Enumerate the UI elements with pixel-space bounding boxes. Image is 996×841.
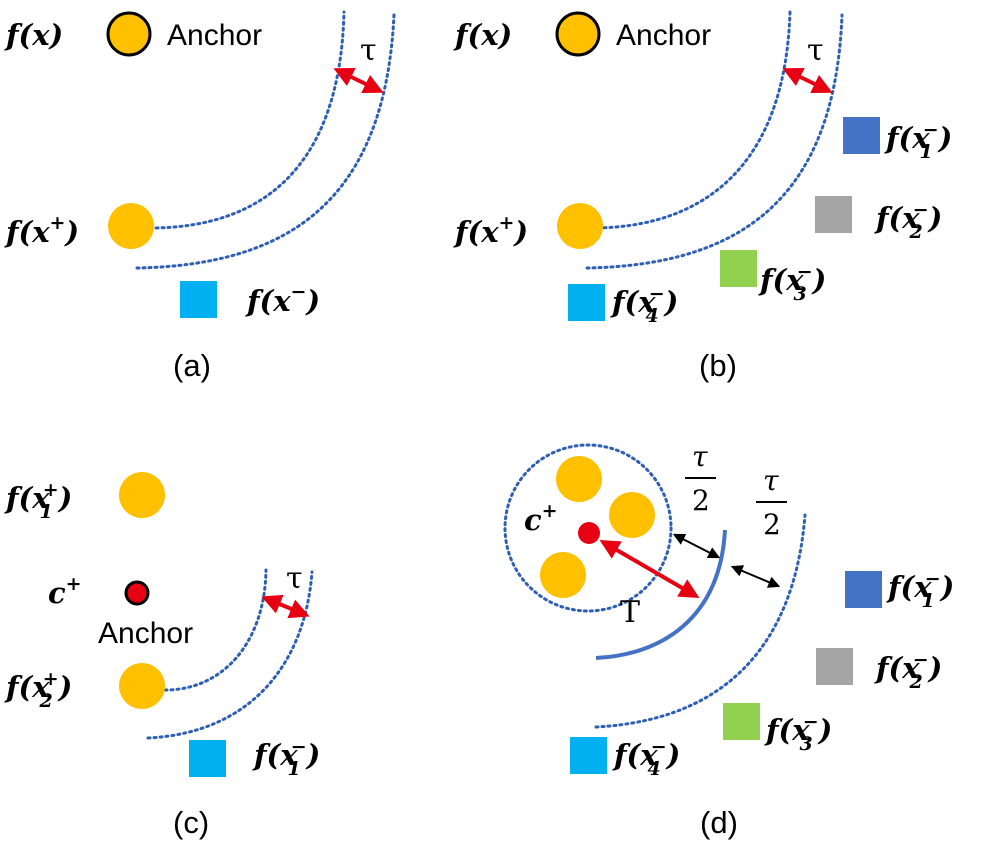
svg-text:2: 2 — [692, 484, 710, 517]
panel-b: f(x) Anchor τ f(x+) f(x1−) f(x2−) f(x3−)… — [453, 10, 952, 383]
anchor-label: f(x) — [453, 18, 512, 52]
positive-label-1: f(x1+) — [4, 479, 72, 523]
negative-label-1: f(x1−) — [886, 568, 954, 612]
margin-symbol: τ — [807, 33, 824, 68]
negative-label: f(x1−) — [252, 736, 320, 780]
anchor-word: Anchor — [167, 19, 262, 52]
radius-arrow — [599, 539, 700, 599]
inner-boundary — [590, 10, 792, 230]
radius-boundary — [595, 529, 727, 660]
outer-boundary — [135, 13, 396, 270]
negative-label-4: f(x4−) — [610, 283, 678, 327]
cluster-positive-1 — [556, 456, 602, 502]
half-margin-fraction-2: τ 2 — [756, 464, 787, 541]
negative-square-3 — [723, 703, 760, 740]
negative-square-4 — [568, 284, 605, 321]
margin-arrow — [261, 594, 310, 619]
negative-square-3 — [720, 250, 757, 287]
panel-c: f(x1+) c+ Anchor τ f(x2+) f(x1−) (c) — [4, 472, 320, 840]
half-margin-arrow-1 — [672, 533, 721, 559]
positive-label: f(x+) — [4, 212, 79, 249]
positive-circle — [108, 203, 154, 249]
anchor-circle — [555, 11, 601, 57]
negative-label-3: f(x3−) — [758, 261, 826, 305]
anchor-label: f(x) — [4, 18, 63, 52]
margin-symbol: τ — [360, 33, 377, 68]
negative-label: f(x−) — [245, 281, 320, 318]
negative-square — [180, 281, 217, 318]
caption-c: (c) — [173, 805, 209, 840]
negative-label-4: f(x4−) — [612, 736, 680, 780]
negative-label-3: f(x3−) — [764, 711, 832, 755]
half-margin-arrow-2 — [730, 565, 781, 588]
center-dot — [578, 522, 600, 544]
negative-label-2: f(x2−) — [874, 649, 942, 693]
center-label: c+ — [524, 500, 558, 537]
anchor-circle — [106, 11, 152, 57]
panel-a: f(x) Anchor τ f(x+) f(x−) (a) — [4, 10, 396, 383]
outer-boundary — [146, 570, 314, 740]
anchor-word: Anchor — [98, 617, 193, 650]
negative-label-2: f(x2−) — [874, 199, 942, 243]
positive-circle-1 — [119, 472, 165, 518]
margin-arrow — [782, 68, 833, 93]
negative-square-4 — [570, 737, 607, 774]
center-dot — [124, 580, 150, 606]
margin-arrow — [333, 68, 384, 93]
svg-text:τ: τ — [692, 440, 708, 473]
positive-circle-2 — [119, 663, 165, 709]
caption-a: (a) — [173, 348, 211, 383]
cluster-positive-2 — [609, 492, 655, 538]
anchor-word: Anchor — [616, 19, 711, 52]
caption-d: (d) — [700, 805, 738, 840]
positive-circle — [557, 203, 603, 249]
negative-square-1 — [845, 571, 882, 608]
radius-symbol: T — [620, 595, 640, 630]
negative-square-2 — [815, 196, 852, 233]
positive-label-2: f(x2+) — [4, 668, 72, 712]
cluster-positive-3 — [540, 552, 586, 598]
svg-text:τ: τ — [763, 464, 779, 497]
outer-boundary — [585, 13, 844, 270]
center-label: c+ — [48, 573, 82, 610]
inner-boundary — [163, 568, 268, 692]
outer-boundary — [594, 513, 807, 729]
negative-label-1: f(x1−) — [884, 119, 952, 163]
svg-text:2: 2 — [763, 508, 781, 541]
panel-d: c+ T τ 2 τ 2 f(x1−) f(x2−) f(x3−) f(x4−)… — [503, 440, 954, 840]
caption-b: (b) — [699, 348, 737, 383]
positive-cluster-boundary — [503, 443, 673, 613]
half-margin-fraction-1: τ 2 — [685, 440, 716, 517]
positive-label: f(x+) — [453, 212, 528, 249]
margin-symbol: τ — [286, 561, 303, 596]
negative-square-1 — [843, 117, 880, 154]
negative-square-2 — [816, 648, 853, 685]
negative-square — [189, 740, 226, 777]
